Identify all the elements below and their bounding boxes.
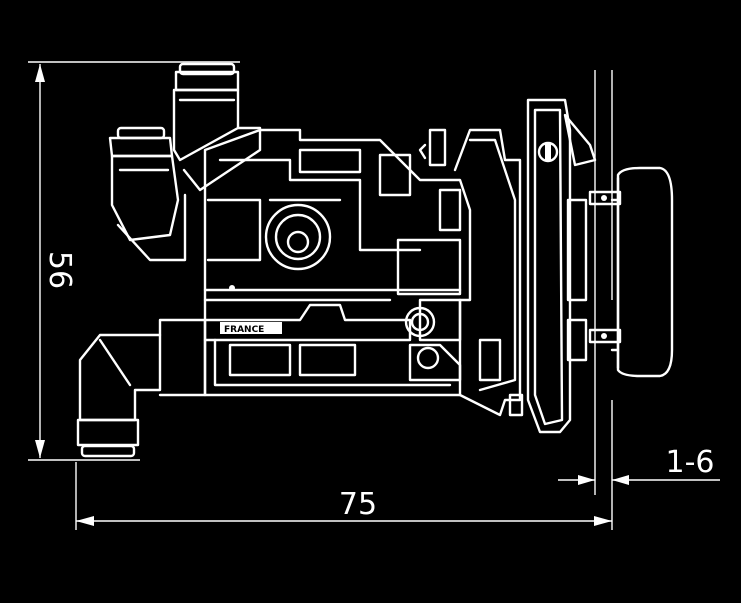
dimension-offset: 1-6 <box>558 445 720 485</box>
mounting-bracket <box>418 128 524 417</box>
left-elbow-fitting <box>108 126 187 262</box>
flange-plate <box>526 98 597 434</box>
extension-lines <box>28 61 613 530</box>
upper-elbow-fitting <box>172 62 262 192</box>
dimension-height-label: 56 <box>42 251 77 289</box>
lower-elbow-fitting <box>76 318 207 458</box>
dimension-width: 75 <box>76 487 612 526</box>
dimension-width-label: 75 <box>339 487 377 522</box>
body-marking-label: FRANCE <box>224 325 264 335</box>
mounting-screws <box>588 190 622 344</box>
valve-body: FRANCE <box>203 128 472 397</box>
solenoid-coil <box>610 166 674 378</box>
dimension-offset-label: 1-6 <box>666 445 715 480</box>
dimension-height: 56 <box>35 64 77 458</box>
